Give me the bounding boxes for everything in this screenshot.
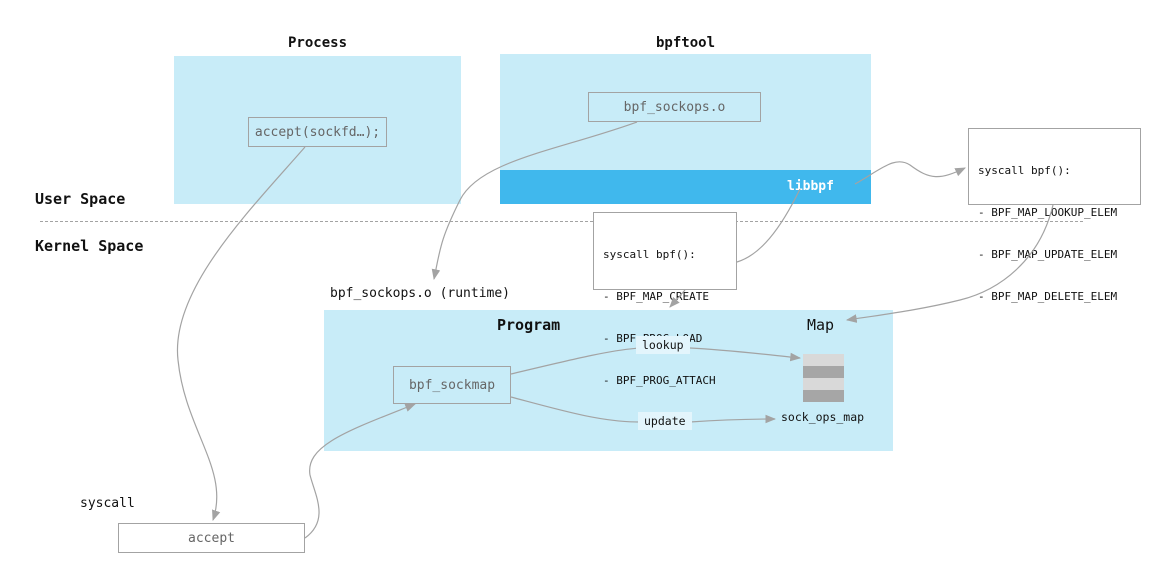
process-title: Process [288, 35, 348, 51]
bpftool-title: bpftool [656, 35, 716, 51]
syscall-title: syscall [80, 496, 135, 511]
runtime-title: bpf_sockops.o (runtime) [330, 286, 511, 301]
edge-user-note-to-map [845, 204, 1054, 323]
note-heading: syscall bpf(): [978, 164, 1071, 177]
edge-libbpf-to-kernel-note [736, 188, 801, 263]
bpf-sockmap-node[interactable]: bpf_sockmap [393, 366, 511, 404]
map-storage-icon [803, 354, 844, 402]
note-item: - BPF_MAP_DELETE_ELEM [978, 290, 1118, 303]
edge-accept-call-to-syscall [176, 146, 306, 522]
accept-call-node[interactable]: accept(sockfd…); [248, 117, 387, 147]
note-item: - BPF_MAP_LOOKUP_ELEM [978, 206, 1118, 219]
note-item: - BPF_PROG_ATTACH [603, 374, 716, 387]
update-edge-label: update [638, 412, 692, 430]
edge-object-to-runtime [431, 121, 638, 281]
edge-libbpf-to-user-note [854, 161, 966, 185]
kernel-space-label: Kernel Space [35, 237, 144, 255]
program-label: Program [497, 316, 561, 334]
runtime-region [324, 310, 893, 451]
edge-kernel-note-to-runtime [669, 289, 686, 308]
process-region [174, 56, 461, 204]
user-kernel-divider [40, 221, 1083, 222]
user-space-label: User Space [35, 190, 126, 208]
syscall-user-note: syscall bpf(): - BPF_MAP_LOOKUP_ELEM - B… [968, 128, 1141, 303]
map-name: sock_ops_map [781, 410, 865, 424]
accept-syscall-node[interactable]: accept [118, 523, 305, 553]
map-label: Map [807, 316, 835, 334]
bpf-sockops-object-node[interactable]: bpf_sockops.o [588, 92, 761, 122]
note-item: - BPF_MAP_UPDATE_ELEM [978, 248, 1118, 261]
lookup-edge-label: lookup [636, 336, 690, 354]
note-heading: syscall bpf(): [603, 248, 696, 261]
libbpf-bar [500, 170, 871, 204]
note-item: - BPF_MAP_CREATE [603, 290, 709, 303]
edge-syscall-to-sockmap [304, 403, 417, 539]
